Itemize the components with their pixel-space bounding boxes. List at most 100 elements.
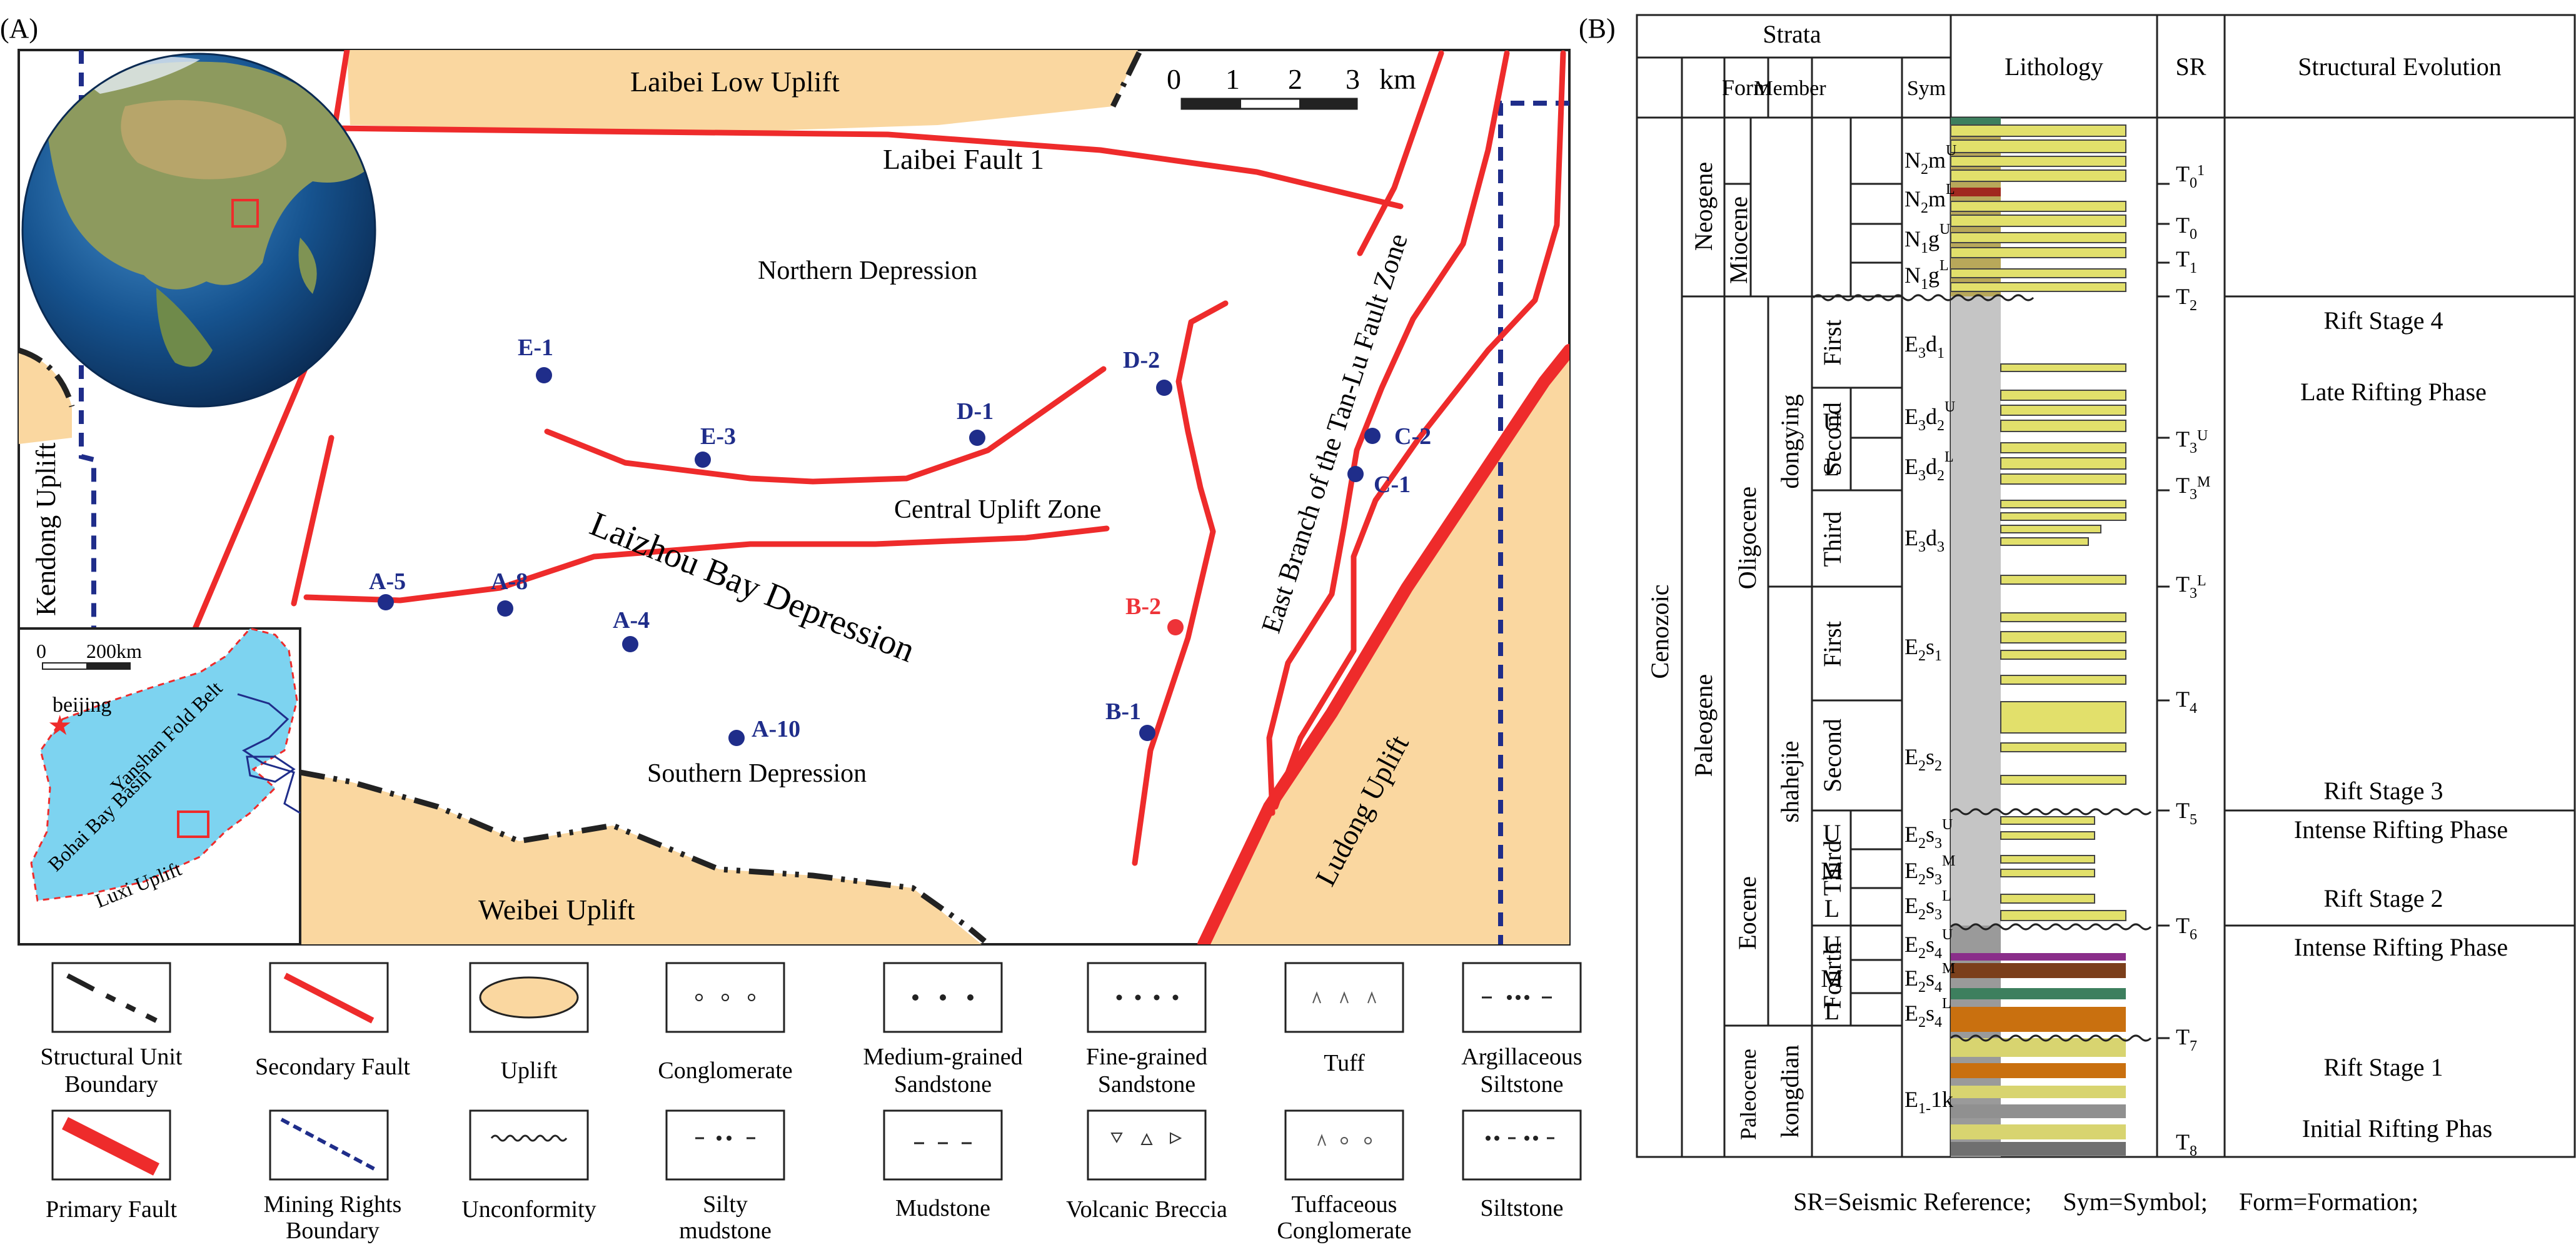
well-label-A-10: A-10 [752,716,800,742]
west-fault-2 [291,435,335,607]
submember-label: L [1824,997,1839,1025]
label-neogene: Neogene [1689,162,1718,251]
well-B-2[interactable] [1167,619,1184,635]
stratum-symbol: N2mU [1904,143,1956,178]
header-lithology: Lithology [2005,53,2103,81]
stratum-symbol: E2s3M [1904,853,1955,888]
laibei-fault-west-end [331,50,350,131]
legend-item-uplift: Uplift [469,962,589,1084]
kendong-uplift-label: Kendong Uplift [31,443,61,616]
inset-map: 0 200km ★ beijing Yanshan Fold Belt Boha… [19,627,301,944]
well-D-1[interactable] [969,430,985,446]
legend-item-tuff: Tuff [1284,962,1404,1076]
header-member: Member [1754,77,1826,100]
member-third-s: Third [1818,841,1846,896]
legend-item-siltstone: Siltstone [1462,1109,1582,1221]
primary-fault-ludong [1197,344,1569,944]
legend-item-tuffaceous-conglomerate: Tuffaceous Conglomerate [1277,1109,1412,1244]
well-E-1[interactable] [536,367,552,383]
well-B-1[interactable] [1139,725,1155,741]
scale-bar: 0 1 2 3 km [1167,63,1416,110]
stratum-symbol: E2s3L [1904,888,1951,923]
laibei-low-uplift-area [347,50,1138,131]
label-oligocene: Oligocene [1733,487,1761,589]
legend-label: Argillaceous [1461,1044,1582,1070]
submember-label: M [1821,964,1843,992]
well-A-4[interactable] [622,636,638,652]
legend-label: Tuff [1324,1050,1365,1076]
label-paleocene: Paleocene [1736,1049,1761,1140]
legend-label: Siltstone [1480,1071,1563,1098]
inset-study-area [177,810,209,838]
stratum-symbol: E3d2L [1904,449,1954,484]
legend-label: Conglomerate [1277,1218,1411,1244]
central-fault-north [544,366,1107,485]
evolution-labels: Rift Stage 4 Late Rifting Phase Rift Sta… [2294,306,2508,1143]
unconformity-t7 [1950,1034,2152,1042]
legend-label: Sandstone [894,1071,992,1098]
legend-label: Medium-grained [863,1044,1022,1070]
member-second-s: Second [1818,719,1846,792]
legend-item-secondary-fault: Secondary Fault [255,962,410,1080]
inset-peninsula [246,755,296,783]
well-C-1[interactable] [1347,466,1364,482]
tanlu-fault-c [1272,50,1566,810]
strat-headers: Strata Form Member Sym Lithology SR Stru… [1722,20,2502,100]
label-eocene: Eocene [1733,876,1761,950]
panel-a-label: (A) [0,13,38,44]
legend-label: Volcanic Breccia [1066,1196,1227,1223]
legend-label: Siltstone [1480,1195,1563,1221]
well-A-10[interactable] [728,730,745,746]
scale-tick-3: 3 [1346,63,1360,95]
seismic-reference: T4 [2176,687,2197,717]
evolution-late-rifting: Late Rifting Phase [2300,378,2487,406]
legend-label: Unconformity [461,1196,596,1223]
legend-item-unconformity: Unconformity [461,1109,596,1223]
map-frame: 0 200km ★ beijing Yanshan Fold Belt Boha… [18,49,1571,946]
well-A-8[interactable] [497,600,513,617]
submember-label: M [1821,857,1843,885]
stratum-symbol: E2s1 [1904,634,1942,664]
legend-label: Silty [703,1191,748,1218]
stratum-symbols: N2mUN2mLN1gUN1gLE3d1E3d2UE3d2LE3d3E2s1E2… [1904,143,1956,1117]
legend-item-silty-mudstone: Silty mudstone [665,1109,785,1244]
bohai-bay-basin [30,627,298,902]
kendong-uplift-area [19,350,72,444]
member-first-d: First [1818,320,1846,365]
stratum-symbol: E2s2 [1904,744,1942,774]
inset-scale-200: 200km [86,640,142,662]
seismic-reference: T7 [2176,1024,2197,1054]
inset-beijing-label: beijing [53,694,111,717]
evolution-initial-rifting: Initial Rifting Phas [2302,1114,2492,1143]
inset-scale-zero: 0 [36,640,46,662]
stratum-symbol: N1gL [1904,258,1949,293]
globe [21,53,376,408]
evolution-intense-rifting-1: Intense Rifting Phase [2294,815,2508,844]
unconformity-t2 [1812,294,2035,301]
header-form: Form [1722,75,1771,100]
header-sym: Sym [1907,77,1946,100]
weibei-uplift-area [281,769,982,944]
scale-tick-1: 1 [1225,63,1240,95]
well-E-3[interactable] [695,452,711,468]
legend-label: Tuffaceous [1292,1191,1397,1218]
well-A-5[interactable] [378,594,394,610]
strat-vertical-labels: Cenozoic Neogene Paleogene Miocene Oligo… [1646,162,1846,1140]
strat-table [1636,14,2576,1158]
member-third-d: Third [1818,512,1846,567]
well-label-A-5: A-5 [369,568,406,595]
stratum-symbol: E3d3 [1904,525,1945,555]
seismic-reference: T5 [2176,798,2197,828]
well-D-2[interactable] [1156,380,1172,396]
laibei-fault-1-label: Laibei Fault 1 [883,143,1044,175]
label-cenozoic: Cenozoic [1646,584,1674,679]
seismic-reference: T2 [2176,284,2197,314]
seismic-reference: T01 [2176,161,2205,191]
evolution-intense-rifting-2: Intense Rifting Phase [2294,933,2508,961]
panel-b-label: (B) [1579,13,1616,44]
well-C-2[interactable] [1364,428,1381,444]
stratum-symbol: E2s4U [1904,927,1953,962]
legend-item-fine-grained-sandstone: Fine-grained Sandstone [1086,962,1207,1098]
bd-fault [1132,300,1229,866]
